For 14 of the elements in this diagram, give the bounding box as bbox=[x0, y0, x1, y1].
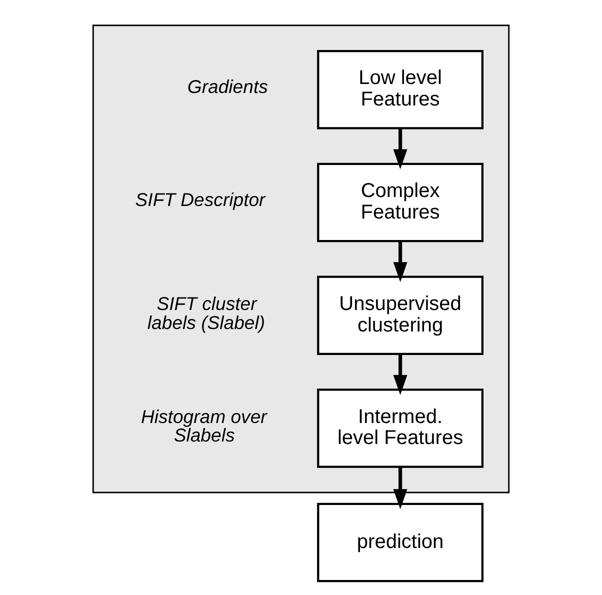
arrow bbox=[393, 354, 408, 395]
node-label: Gradients bbox=[187, 76, 268, 98]
node-box: Intermed. level Features bbox=[317, 388, 484, 468]
node-box: Low level Features bbox=[317, 50, 484, 130]
node-label: SIFT cluster labels (Slabel) bbox=[147, 293, 266, 333]
arrow bbox=[393, 241, 408, 282]
arrow bbox=[393, 467, 408, 510]
node-box: prediction bbox=[317, 502, 484, 582]
node-label: Histogram over Slabels bbox=[141, 406, 267, 446]
arrow bbox=[393, 128, 408, 170]
node-label: SIFT Descriptor bbox=[135, 188, 266, 210]
cluster bbox=[92, 24, 510, 494]
node-box: Unsupervised clustering bbox=[317, 276, 484, 355]
node-box: Complex Features bbox=[317, 162, 484, 242]
